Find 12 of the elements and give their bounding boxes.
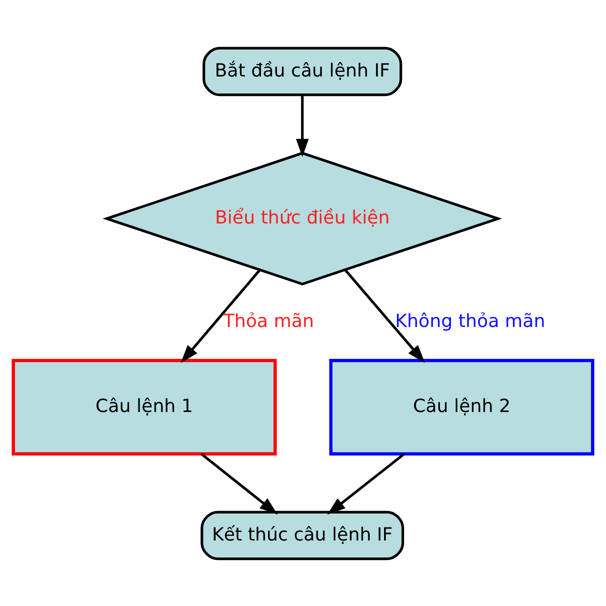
arrow — [296, 94, 309, 157]
node-box: Câu lệnh 1 — [12, 358, 277, 455]
node-box: Kết thúc câu lệnh IF — [200, 510, 404, 560]
node-box: Bắt đầu câu lệnh IF — [202, 46, 402, 96]
arrow — [180, 268, 261, 362]
edge-label: Thỏa mãn — [223, 310, 314, 332]
arrow — [200, 452, 278, 514]
node-box: Câu lệnh 2 — [329, 358, 594, 455]
node-diamond: Biểu thức điều kiện — [102, 151, 502, 285]
arrow — [344, 268, 425, 362]
arrow — [327, 452, 405, 514]
edge-label: Không thỏa mãn — [395, 310, 546, 332]
